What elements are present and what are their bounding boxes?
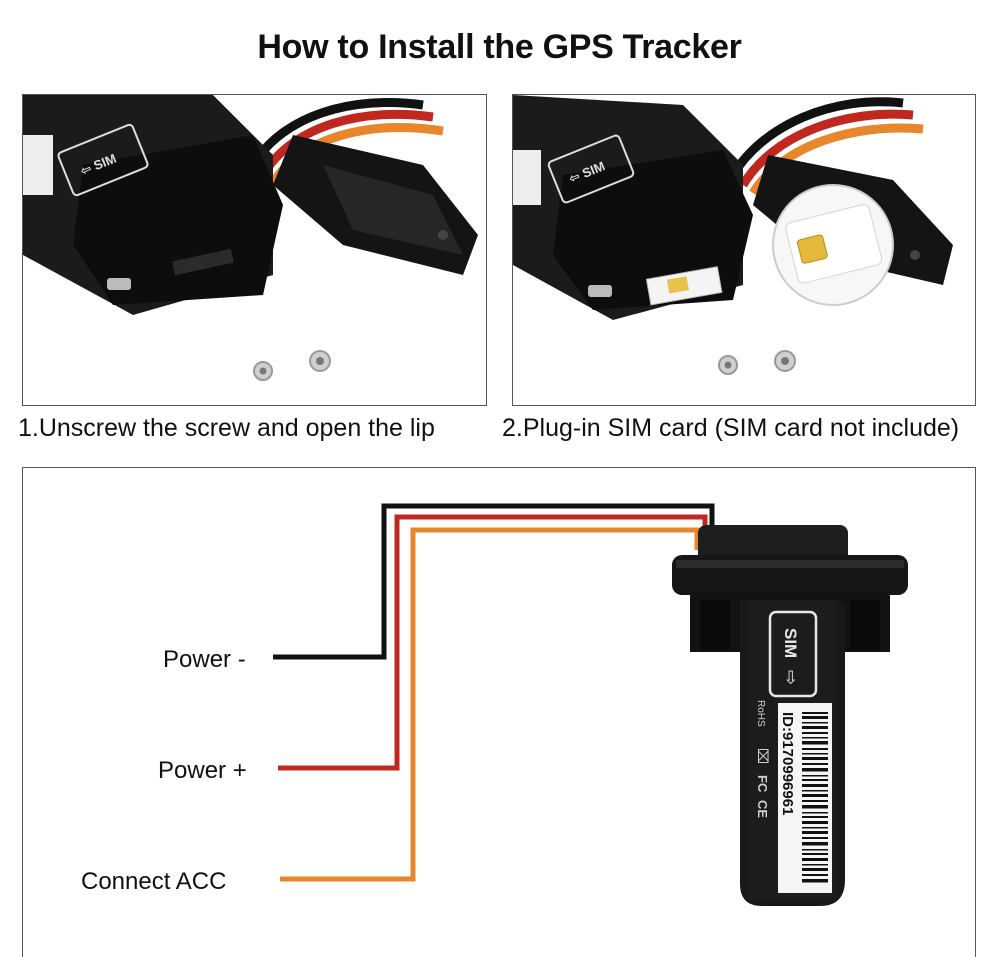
step-2-caption: 2.Plug-in SIM card (SIM card not include… (502, 414, 960, 442)
id-sticker (778, 703, 832, 893)
sim-slot-marker (768, 610, 818, 698)
fc-mark: FC (755, 775, 770, 793)
connect-acc-label: Connect ACC (81, 868, 227, 895)
wire-power-negative (273, 503, 715, 660)
sim-label: SIM (781, 628, 800, 658)
rohs-mark: RoHS (755, 700, 766, 727)
tracker-open-lid-illustration: ⇦ SIM (23, 95, 478, 381)
step-1-caption: 1.Unscrew the screw and open the lip (18, 414, 435, 442)
sim-arrow-icon: ⇨ (781, 670, 801, 685)
page-title: How to Install the GPS Tracker (257, 28, 742, 66)
wire-power-positive (278, 514, 708, 771)
power-negative-label: Power - (163, 646, 246, 673)
device-id: ID:9170996961 (779, 712, 796, 815)
weee-icon: ⌧ (755, 748, 771, 764)
tracker-sim-insert-illustration: ⇦ SIM (513, 95, 953, 375)
barcode-icon (802, 712, 828, 883)
step-2-photo: ⇦ SIM (512, 94, 976, 406)
power-positive-label: Power + (158, 757, 247, 784)
wire-acc (280, 527, 700, 882)
ce-mark: CE (755, 800, 770, 818)
step-1-photo: ⇦ SIM (22, 94, 487, 406)
